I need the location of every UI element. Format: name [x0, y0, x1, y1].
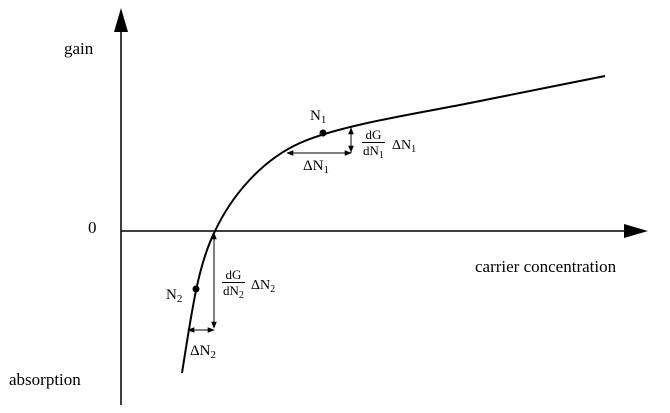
- y-axis-arrowhead: [114, 8, 128, 32]
- fraction-dg-dn2-numerator: dG: [225, 267, 242, 282]
- point-n1-dot: [319, 129, 327, 137]
- gain-curve: [181, 75, 606, 374]
- delta-n1-sub: 1: [323, 164, 329, 176]
- delta-n2-label: ΔN2: [190, 344, 216, 361]
- delta-n1-label: ΔN1: [303, 159, 329, 176]
- delta-n2-base: ΔN: [190, 343, 211, 359]
- n2-base: N: [166, 287, 177, 303]
- f2-den-sub: 2: [238, 290, 244, 301]
- y-axis-bottom-label: absorption: [9, 370, 81, 389]
- fraction-dg-dn1-delta: ΔN1: [392, 138, 416, 155]
- n2-sub: 2: [176, 293, 183, 305]
- f2-after-sub: 2: [270, 284, 276, 295]
- x-axis-label: carrier concentration: [475, 257, 617, 276]
- delta-n2-sub: 2: [210, 349, 216, 361]
- fraction-dg-dn2-delta: ΔN2: [251, 278, 275, 295]
- fraction-dg-dn1-numerator: dG: [365, 127, 382, 142]
- f2-den-base: dN: [223, 283, 239, 298]
- x-axis-arrowhead: [624, 224, 648, 238]
- delta-n1-base: ΔN: [303, 158, 324, 174]
- f1-after-sub: 1: [411, 144, 417, 155]
- zero-label: 0: [88, 218, 97, 237]
- fraction-dg-dn2-denominator: dN2: [222, 282, 245, 301]
- f1-after-base: ΔN: [392, 138, 412, 153]
- y-axis-top-label: gain: [64, 39, 94, 58]
- f1-den-base: dN: [363, 143, 379, 158]
- f2-after-base: ΔN: [251, 278, 271, 293]
- fraction-dg-dn2: dG dN2: [222, 268, 245, 301]
- point-n2-label: N2: [166, 288, 182, 305]
- point-n1-label: N1: [310, 109, 326, 126]
- point-n2-dot: [192, 285, 200, 293]
- n1-sub: 1: [320, 114, 327, 126]
- f1-den-sub: 1: [378, 150, 384, 161]
- fraction-dg-dn1-denominator: dN1: [362, 142, 385, 161]
- n1-base: N: [310, 108, 321, 124]
- fraction-dg-dn1: dG dN1: [362, 128, 385, 161]
